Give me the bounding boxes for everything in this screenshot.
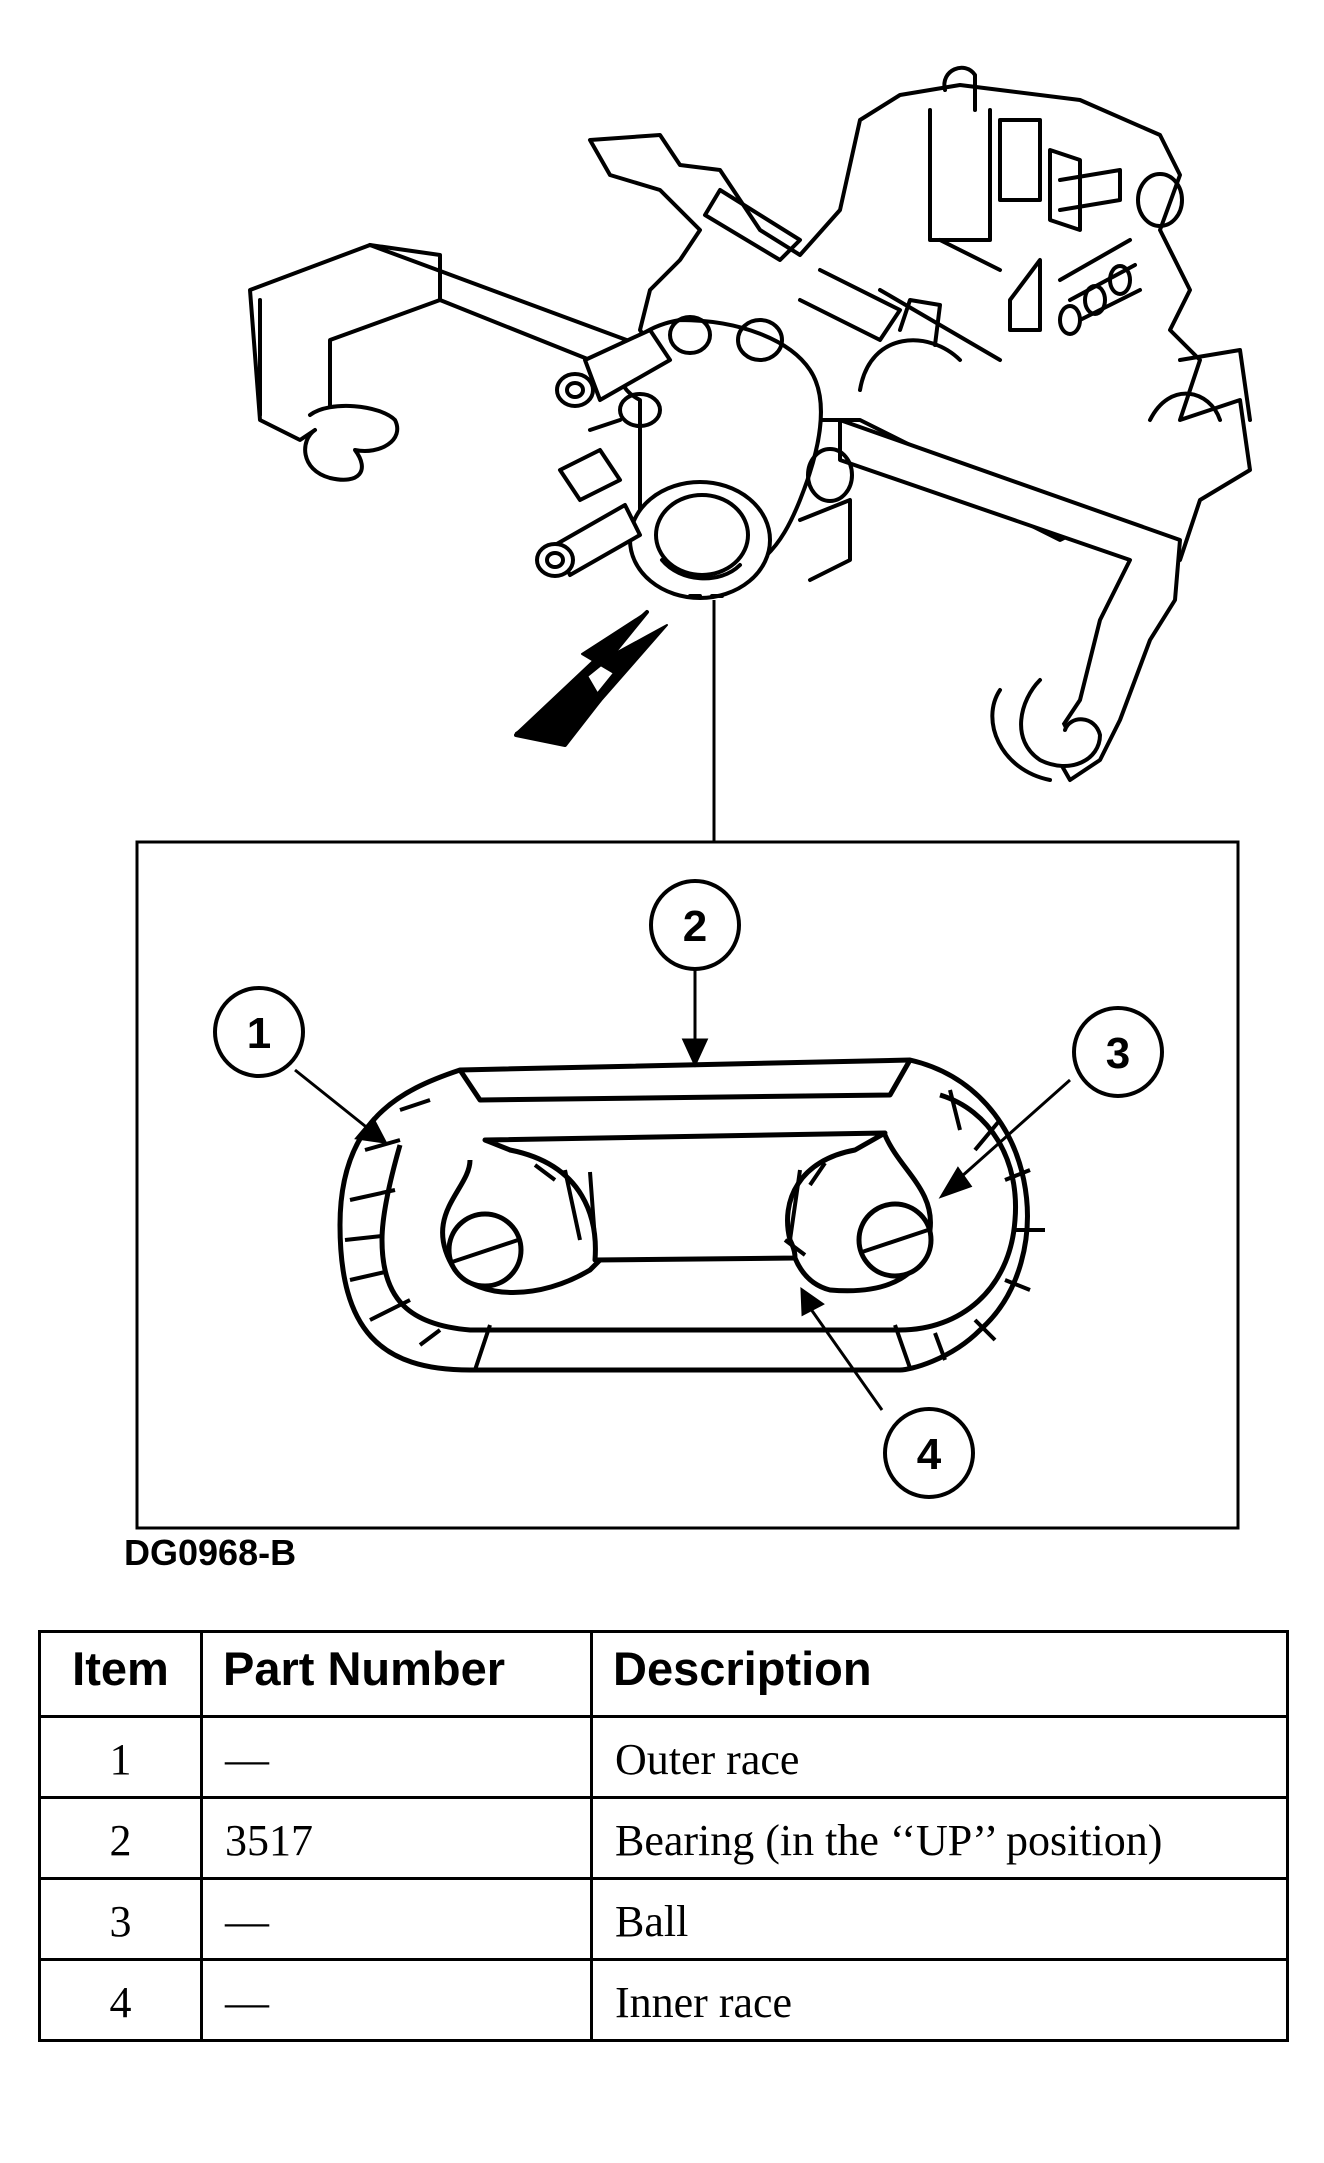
cell-part-number: —	[200, 1715, 593, 1799]
cell-description: Inner race	[590, 1958, 1289, 2042]
cell-item: 4	[38, 1958, 203, 2042]
cell-item: 3	[38, 1877, 203, 1961]
table-row: 3 — Ball	[38, 1877, 1289, 1961]
svg-text:3: 3	[1106, 1029, 1130, 1078]
shift-mechanism-drawing	[248, 65, 1252, 782]
table-header-row: Item Part Number Description	[38, 1630, 1289, 1718]
table-row: 2 3517 Bearing (in the ‘‘UP’’ position)	[38, 1796, 1289, 1880]
table-row: 1 — Outer race	[38, 1715, 1289, 1799]
cell-part-number: 3517	[200, 1796, 593, 1880]
callout-4: 4	[883, 1407, 975, 1499]
cell-part-number: —	[200, 1958, 593, 2042]
svg-text:2: 2	[683, 902, 707, 951]
callout-leaders	[294, 968, 1071, 1411]
cell-description: Outer race	[590, 1715, 1289, 1799]
callout-1: 1	[213, 986, 305, 1078]
svg-text:4: 4	[917, 1430, 942, 1479]
header-description: Description	[590, 1630, 1289, 1718]
header-item: Item	[38, 1630, 203, 1718]
cell-part-number: —	[200, 1877, 593, 1961]
callout-2: 2	[649, 879, 741, 971]
callout-3: 3	[1072, 1006, 1164, 1098]
header-part-number: Part Number	[200, 1630, 593, 1718]
parts-table: Item Part Number Description 1 — Outer r…	[38, 1630, 1289, 2042]
cell-item: 1	[38, 1715, 203, 1799]
illustration: 1 2 3 4	[135, 65, 1252, 1530]
svg-text:1: 1	[247, 1009, 271, 1058]
bearing-cross-section	[337, 1057, 1045, 1373]
figure-code: DG0968-B	[124, 1532, 297, 1573]
cell-item: 2	[38, 1796, 203, 1880]
cell-description: Ball	[590, 1877, 1289, 1961]
cell-description: Bearing (in the ‘‘UP’’ position)	[590, 1796, 1289, 1880]
table-row: 4 — Inner race	[38, 1958, 1289, 2042]
